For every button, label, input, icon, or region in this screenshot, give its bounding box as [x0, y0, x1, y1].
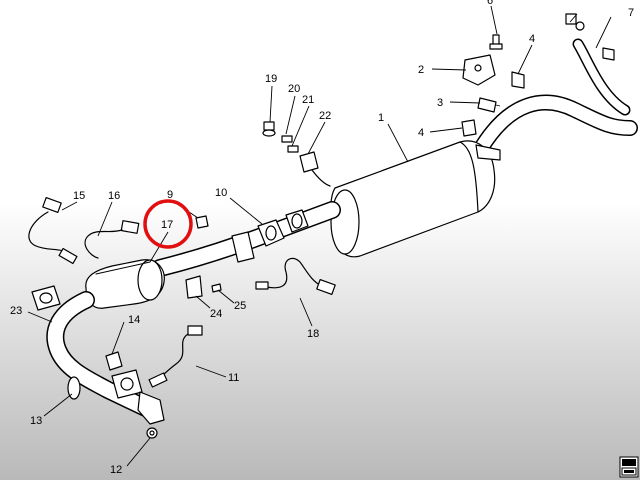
oxygen-sensor-15: [28, 196, 78, 265]
callout-13: 13: [30, 415, 42, 427]
callout-4a: 4: [529, 33, 535, 45]
callout-19: 19: [265, 73, 277, 85]
gasket-13: [67, 376, 81, 400]
callout-10: 10: [215, 187, 227, 199]
oxygen-sensor-11: [148, 325, 203, 388]
callout-12: 12: [110, 464, 122, 476]
clamp-7: [565, 13, 585, 31]
callout-7: 7: [628, 7, 634, 19]
oxygen-sensor-16: [84, 220, 140, 259]
callout-4b: 4: [418, 127, 424, 139]
callout-11: 11: [228, 372, 239, 384]
muffler: [330, 140, 501, 258]
callout-21: 21: [302, 94, 314, 106]
callout-6: 6: [487, 0, 493, 7]
callout-9: 9: [167, 189, 173, 201]
callout-15: 15: [73, 190, 85, 202]
bolt-3: [477, 97, 501, 113]
intermediate-pipe: [151, 201, 341, 277]
manufacturer-logo-icon: [619, 456, 639, 478]
nut-12: [146, 427, 158, 439]
callout-2: 2: [418, 64, 424, 76]
bolt-6: [489, 34, 503, 50]
callout-18: 18: [307, 328, 319, 340]
tailpipe: [472, 38, 638, 158]
flange-gasket: [257, 209, 309, 247]
pipe-flange: [231, 231, 255, 263]
callout-25: 25: [234, 300, 246, 312]
callout-14: 14: [128, 314, 140, 326]
highlight-callout-17: 17: [143, 199, 193, 249]
bolt-25: [211, 283, 222, 293]
nut-9: [195, 215, 209, 229]
callout-22: 22: [319, 110, 331, 122]
front-pipe: [31, 285, 165, 425]
stud-14: [105, 351, 123, 371]
leader-lines: [27, 5, 612, 467]
callout-3: 3: [437, 97, 443, 109]
callout-17: 17: [161, 219, 173, 231]
callout-16: 16: [108, 190, 120, 202]
hanger-bracket: [461, 47, 615, 137]
oxygen-sensor-18: [255, 257, 336, 296]
callout-1: 1: [378, 112, 384, 124]
callout-labels: 1 2 3 4 4 6 7 9 10 11 12 13 14 15 16 18 …: [10, 0, 634, 476]
callout-24: 24: [210, 308, 222, 320]
callout-23: 23: [10, 305, 22, 317]
callout-20: 20: [288, 83, 300, 95]
catalytic-converter: [85, 259, 165, 309]
hardware-19-22: [262, 121, 331, 187]
bracket-24: [185, 275, 203, 299]
